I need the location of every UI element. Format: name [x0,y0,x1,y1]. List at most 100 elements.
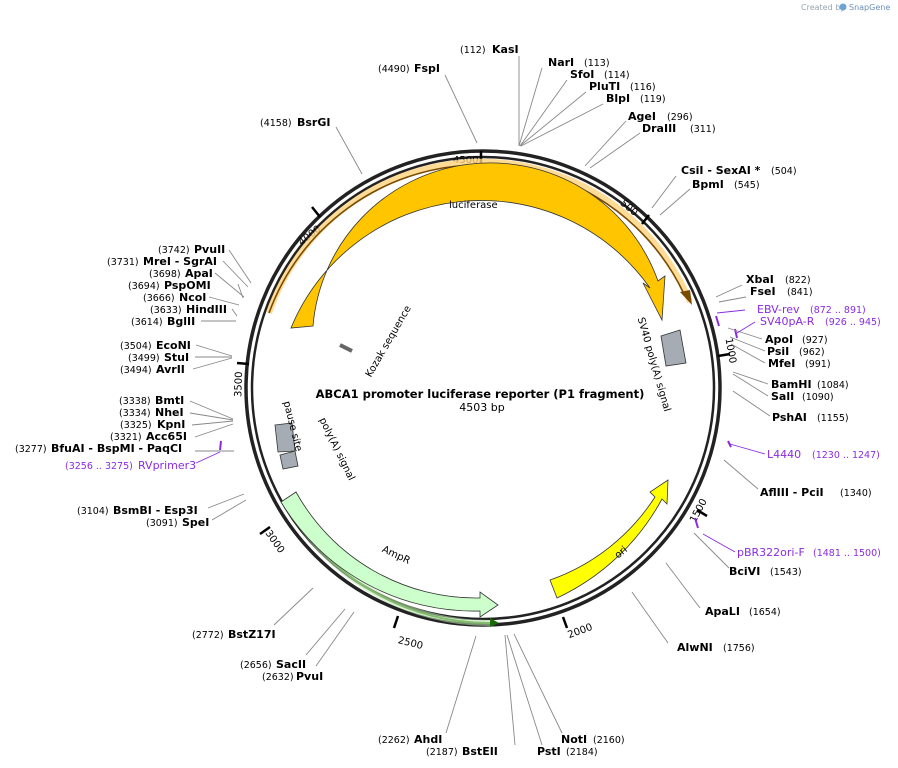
leader-lines [189,56,771,746]
ampr-arrow[interactable] [280,491,499,618]
leader-ahdi [445,635,477,734]
site-name-mfei[interactable]: MfeI [768,357,795,370]
site-name-sfoi[interactable]: SfoI [570,68,594,81]
snapgene-logo-icon [839,3,847,11]
site-name-pshai[interactable]: PshAI [772,411,807,424]
site-name-bstz17i[interactable]: BstZ17I [228,628,276,641]
site-labels: (4490) FspI (112) KasI NarI (113) SfoI (… [15,43,881,758]
leader-fsei [718,296,747,303]
site-name-mrei[interactable]: MreI - SgrAI [143,255,217,268]
site-name-bamhi[interactable]: BamHI [771,378,812,391]
site-name-csii[interactable]: CsiI - SexAI * [681,164,761,177]
site-pos-agei: (296) [667,112,693,123]
site-name-pluti[interactable]: PluTI [589,80,620,93]
site-name-ncoi[interactable]: NcoI [179,291,206,304]
site-name-stui[interactable]: StuI [164,351,189,364]
site-name-nari[interactable]: NarI [548,56,574,69]
sv40-polya-box[interactable] [660,329,687,367]
site-name-pvuii[interactable]: PvuII [194,243,225,256]
site-name-psii[interactable]: PsiI [767,345,789,358]
site-name-spei[interactable]: SpeI [182,516,209,529]
luciferase-feature[interactable]: luciferase [266,158,693,329]
ampr-backbone-arrowhead [490,618,499,627]
leader-kpni [191,420,234,426]
site-pos-bfuai: (3277) [15,444,47,455]
tick-mark-3000 [259,525,271,536]
site-name-hindiii[interactable]: HindIII [186,303,227,316]
tick-label-2500: 2500 [397,635,424,652]
site-name-alwni[interactable]: AlwNI [677,641,713,654]
site-name-bsteii[interactable]: BstEII [462,745,498,758]
site-name-fsei[interactable]: FseI [750,285,776,298]
site-name-afliii[interactable]: AflIII - PciI [760,486,824,499]
site-name-bfuai[interactable]: BfuAI - BspMI - PaqCI [51,442,182,455]
primer-name-rvprimer3[interactable]: RVprimer3 [138,459,196,472]
leader-bamhi [732,371,769,385]
site-name-draiii[interactable]: DraIII [642,122,676,135]
site-name-acc65i[interactable]: Acc65I [146,430,187,443]
site-name-sali[interactable]: SalI [771,390,794,403]
leader-sali [732,373,769,397]
leader-l4440 [729,443,766,455]
primer-name-pbr322ori-f[interactable]: pBR322ori-F [737,546,805,559]
leader-bmti [189,400,234,420]
site-name-bmti[interactable]: BmtI [155,394,184,407]
site-pos-afliii: (1340) [840,488,872,499]
kozak-feature[interactable]: Kozak sequence [339,304,414,379]
site-name-noti[interactable]: NotI [561,733,587,746]
site-name-apai[interactable]: ApaI [185,267,213,280]
site-name-avrii[interactable]: AvrII [156,363,185,376]
site-name-bcivi[interactable]: BciVI [729,565,760,578]
l4440-marker [727,440,732,448]
site-name-apoi[interactable]: ApoI [765,333,793,346]
leader-bsteii [504,634,516,746]
luciferase-arrow[interactable] [290,162,666,329]
site-name-psti[interactable]: PstI [537,745,561,758]
leader-blpi [520,103,604,147]
site-name-blpi[interactable]: BlpI [606,92,630,105]
site-name-xbai[interactable]: XbaI [746,273,774,286]
site-pos-bsmbi: (3104) [77,506,109,517]
site-name-bsrgi[interactable]: BsrGI [297,116,330,129]
tick-mark-500 [641,214,650,225]
leader-noti [513,633,563,734]
site-name-pspomi[interactable]: PspOMI [164,279,211,292]
leader-pvui [315,611,355,667]
site-name-pvui[interactable]: PvuI [296,670,323,683]
site-pos-noti: (2160) [593,735,625,746]
leader-mrei [222,260,249,288]
leader-avrii [192,357,233,370]
site-pos-fspi: (4490) [378,64,410,75]
luciferase-label: luciferase [449,200,498,211]
site-name-fspi[interactable]: FspI [414,62,440,75]
site-pos-sacii: (2656) [240,660,272,671]
site-pos-psii: (962) [799,347,825,358]
leader-sacii [305,608,346,656]
ori-arrow[interactable] [549,479,669,599]
site-pos-blpi: (119) [640,94,666,105]
site-name-bpmi[interactable]: BpmI [692,178,724,191]
site-pos-apai: (3698) [149,269,181,280]
site-name-kasi[interactable]: KasI [492,43,519,56]
leader-rvprimer3 [195,451,221,464]
pause-site-box[interactable] [279,450,299,470]
leader-xbai [715,284,743,298]
site-name-econi[interactable]: EcoNI [156,339,191,352]
site-name-apali[interactable]: ApaLI [705,605,740,618]
primer-name-l4440[interactable]: L4440 [767,448,801,461]
site-name-ahdi[interactable]: AhdI [414,733,442,746]
primer-name-ebv-rev[interactable]: EBV-rev [757,303,800,316]
leader-apoi [727,327,763,340]
site-pos-alwni: (1756) [723,643,755,654]
site-name-nhei[interactable]: NheI [155,406,184,419]
site-name-sacii[interactable]: SacII [276,658,306,671]
kozak-mark[interactable] [339,343,353,353]
plasmid-length: 4503 bp [459,401,504,414]
leader-pluti [519,91,587,147]
site-name-bglii[interactable]: BglII [167,315,195,328]
site-name-kpni[interactable]: KpnI [157,418,185,431]
site-name-agei[interactable]: AgeI [628,110,656,123]
site-name-bsmbi[interactable]: BsmBI - Esp3I [113,504,198,517]
primer-name-sv40pa-r[interactable]: SV40pA-R [760,315,815,328]
leader-bcivi [693,532,730,569]
